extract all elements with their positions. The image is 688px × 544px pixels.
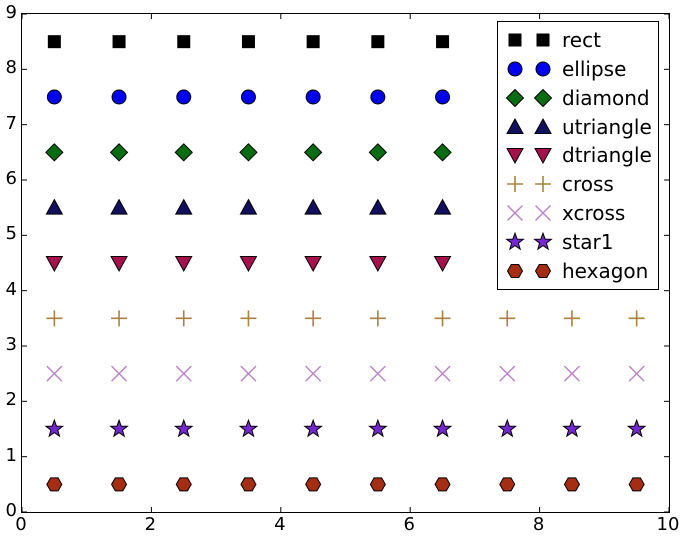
legend-entry-utriangle: utriangle [505,116,658,138]
legend-marker-square-icon [536,33,550,47]
legend-marker-triangle-up-icon [534,117,552,134]
series-star1 [44,418,647,438]
y-tick-label: 1 [5,444,17,466]
legend-label: diamond [562,85,650,110]
legend-entry-rect: rect [505,29,658,51]
x-tick-label: 6 [403,514,415,535]
legend-marker-triangle-up-icon [506,117,524,134]
x-tick-label: 10 [656,514,680,535]
legend-entry-star1: star1 [505,231,658,253]
legend-entry-ellipse: ellipse [505,58,658,80]
legend-marker-diamond-icon [533,88,553,108]
legend-entry-diamond: diamond [505,87,658,109]
y-tick-label: 5 [5,223,17,245]
legend-marker-triangle-down-icon [506,148,524,165]
legend-entry-cross: cross [505,173,658,195]
legend-marker-x-icon [535,204,551,221]
legend-marker-hexagon-icon [534,263,552,278]
y-tick-label: 7 [5,112,17,134]
legend-label: hexagon [562,258,649,283]
y-tick-label: 8 [5,57,17,79]
y-tick-label: 4 [5,278,17,300]
y-tick-label: 0 [5,500,17,521]
axis-ticks [22,14,669,512]
series-hexagon [46,477,645,492]
x-tick-label: 8 [532,514,545,535]
series-cross [46,310,645,327]
legend-entry-dtriangle: dtriangle [505,144,658,166]
y-tick-label: 3 [5,334,17,355]
y-tick-label: 9 [5,2,17,23]
plot-canvas [22,14,669,512]
legend-entry-hexagon: hexagon [505,260,658,282]
legend-marker-star-icon [533,231,553,251]
legend-entry-xcross: xcross [505,202,658,224]
legend-marker-plus-icon [535,176,551,193]
series-xcross [46,365,645,382]
legend-marker-hexagon-icon [506,263,524,278]
legend-label: rect [562,28,601,53]
legend-marker-diamond-icon [505,88,525,108]
legend-marker-star-icon [505,231,525,251]
x-tick-label: 2 [144,514,157,535]
legend-label: dtriangle [562,143,652,168]
legend-marker-square-icon [508,33,522,47]
legend-label: ellipse [562,57,627,82]
legend-marker-circle-icon [507,61,523,77]
legend-marker-x-icon [507,204,523,221]
x-tick-label: 0 [15,514,27,535]
y-tick-label: 6 [5,168,17,189]
legend-marker-triangle-down-icon [534,148,552,165]
legend-marker-plus-icon [507,176,523,193]
legend-marker-circle-icon [535,61,551,77]
legend-label: star1 [562,229,614,254]
legend: rect ellipse diamond utriangle dtriangle cros… [497,21,659,290]
legend-label: cross [562,172,614,197]
y-tick-label: 2 [5,389,17,411]
legend-label: utriangle [562,114,652,139]
legend-label: xcross [562,200,626,225]
x-tick-label: 4 [274,514,286,535]
